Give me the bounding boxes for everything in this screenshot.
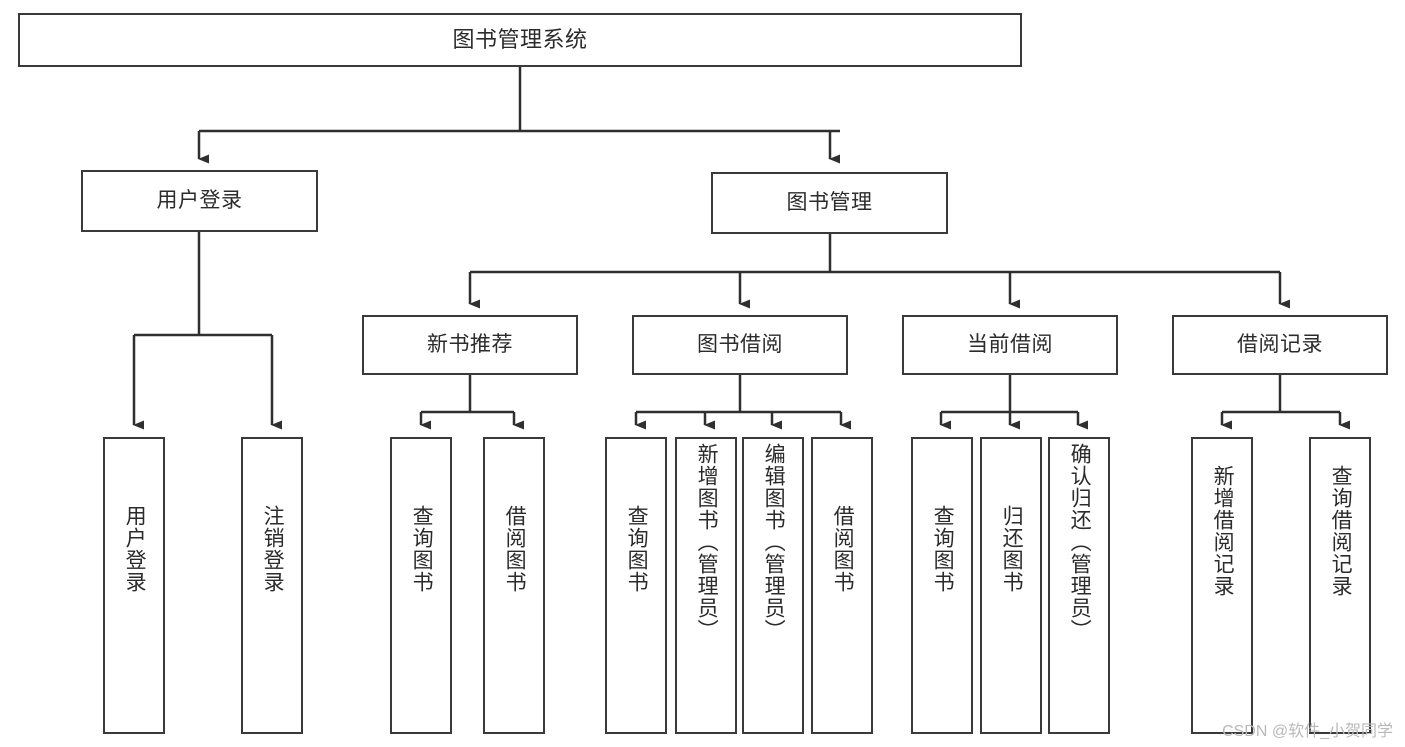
node-new-book-recommend[interactable]: 新书推荐 — [362, 315, 578, 375]
node-label: 当前借阅 — [967, 332, 1053, 356]
node-label: 用户登录 — [156, 188, 243, 212]
node-label: 查询图书 — [410, 505, 434, 593]
node-leaf-add-record[interactable]: 新增借阅记录 — [1191, 437, 1253, 734]
node-label: 归还图书 — [1000, 505, 1024, 593]
node-label: 查询借阅记录 — [1329, 465, 1353, 597]
node-leaf-query-book-current[interactable]: 查询图书 — [911, 437, 973, 734]
node-leaf-logout-login[interactable]: 注销登录 — [241, 437, 303, 734]
node-label: 借阅图书 — [831, 505, 855, 593]
node-leaf-confirm-return[interactable]: 确认归还（管理员） — [1048, 437, 1110, 734]
node-label: 借阅图书 — [503, 505, 527, 593]
node-leaf-add-book[interactable]: 新增图书（管理员） — [675, 437, 737, 734]
node-label: 图书借阅 — [697, 332, 783, 356]
node-label: 注销登录 — [261, 505, 285, 593]
node-label: 新书推荐 — [427, 332, 513, 356]
node-leaf-borrow-book-new[interactable]: 借阅图书 — [483, 437, 545, 734]
csdn-watermark: CSDN @软件_小贺同学 — [1222, 723, 1393, 740]
node-book-borrow[interactable]: 图书借阅 — [632, 315, 848, 375]
node-label: 用户登录 — [123, 505, 147, 593]
node-label: 图书管理 — [786, 190, 873, 214]
node-leaf-query-book-new[interactable]: 查询图书 — [390, 437, 452, 734]
node-label: 新增图书（管理员） — [695, 443, 719, 641]
node-leaf-borrow-book-borrow[interactable]: 借阅图书 — [811, 437, 873, 734]
node-label: 查询图书 — [931, 505, 955, 593]
node-current-borrow[interactable]: 当前借阅 — [902, 315, 1118, 375]
node-label: 图书管理系统 — [452, 27, 588, 53]
node-leaf-edit-book[interactable]: 编辑图书（管理员） — [742, 437, 804, 734]
node-book-management[interactable]: 图书管理 — [711, 172, 948, 234]
node-root-system[interactable]: 图书管理系统 — [18, 13, 1022, 67]
node-user-login[interactable]: 用户登录 — [81, 170, 318, 232]
node-label: 新增借阅记录 — [1211, 465, 1235, 597]
node-label: 查询图书 — [625, 505, 649, 593]
node-leaf-query-record[interactable]: 查询借阅记录 — [1309, 437, 1371, 734]
node-leaf-query-book-borrow[interactable]: 查询图书 — [605, 437, 667, 734]
node-borrow-record[interactable]: 借阅记录 — [1172, 315, 1388, 375]
node-leaf-return-book[interactable]: 归还图书 — [980, 437, 1042, 734]
node-leaf-user-login[interactable]: 用户登录 — [103, 437, 165, 734]
node-label: 编辑图书（管理员） — [762, 443, 786, 641]
node-label: 确认归还（管理员） — [1068, 443, 1092, 641]
node-label: 借阅记录 — [1237, 332, 1323, 356]
